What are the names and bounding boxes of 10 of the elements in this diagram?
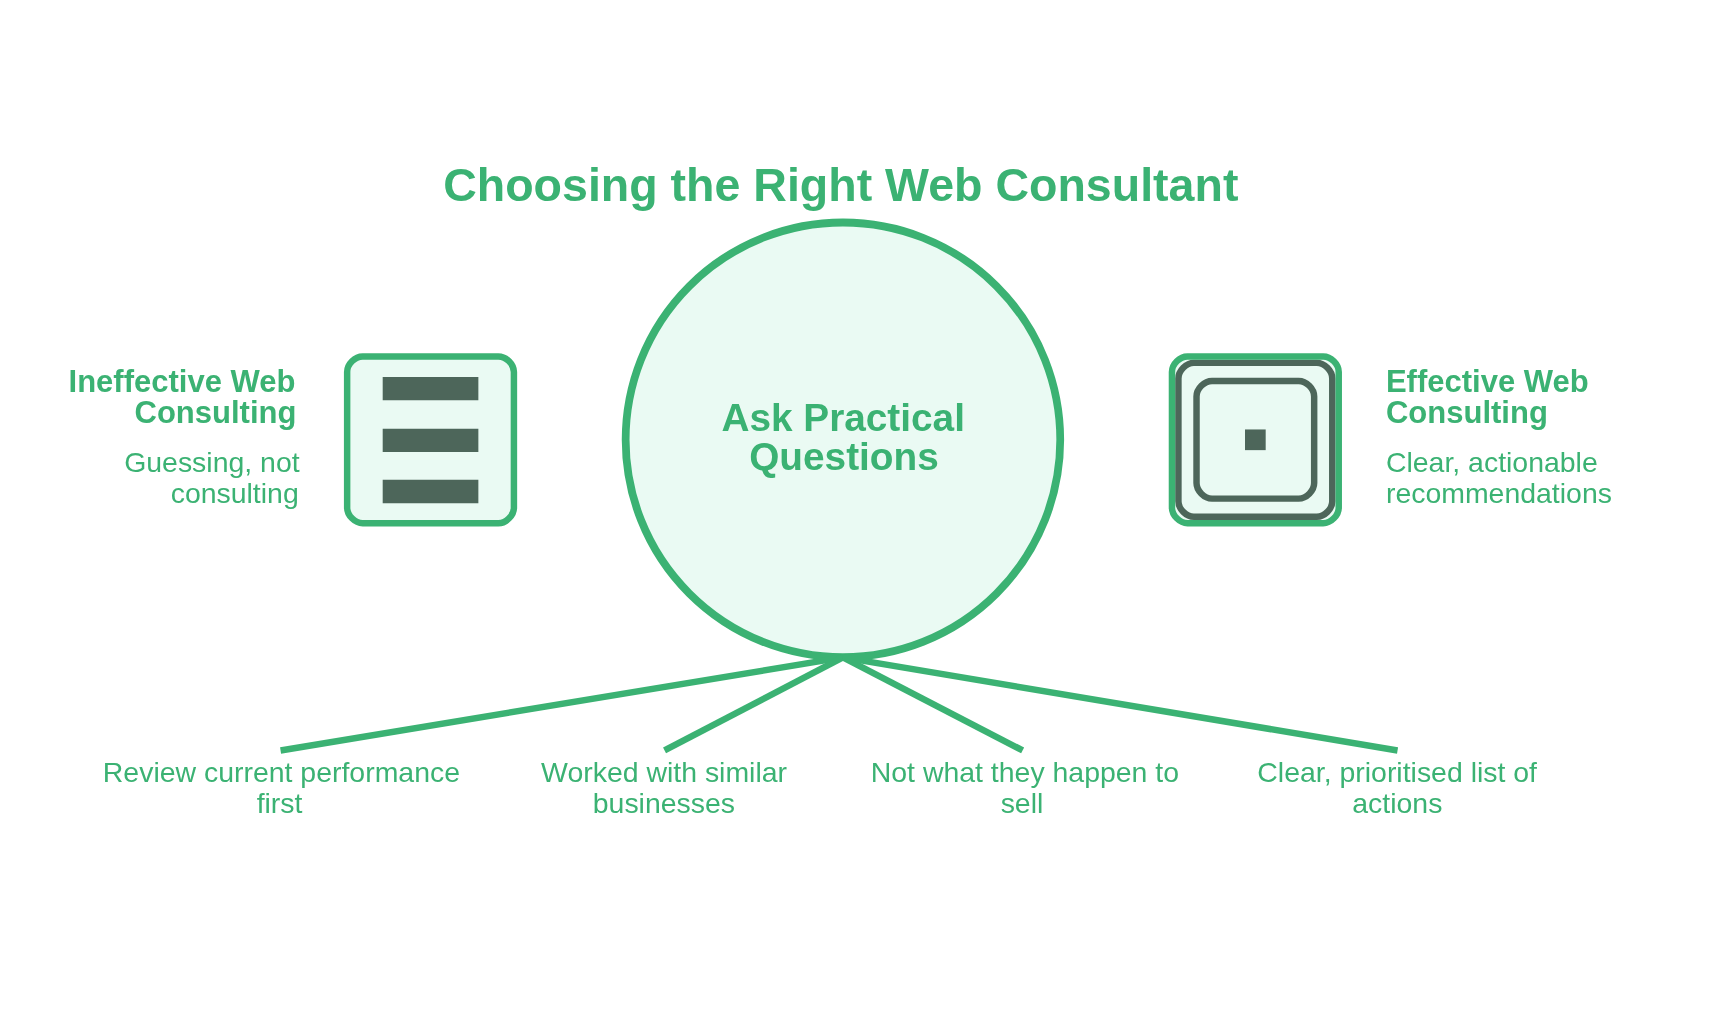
node-text: Worked with similar businesses [541,756,788,820]
diagram-title: Choosing the Right Web Consultant [443,159,1239,212]
node-label: Ineffective Web Consulting [68,363,297,430]
node-text: Not what they happen to sell [870,756,1180,820]
node-circle: Ask Practical Questions [621,218,1065,661]
node-label: Clear, actionable recommendations [1385,446,1612,510]
node-text: Review current performance first [102,756,461,820]
node-label: Guessing, not consulting [124,446,300,510]
node-text: Clear, prioritised list of actions [1257,756,1538,820]
node-label: Effective Web Consulting [1385,363,1589,430]
